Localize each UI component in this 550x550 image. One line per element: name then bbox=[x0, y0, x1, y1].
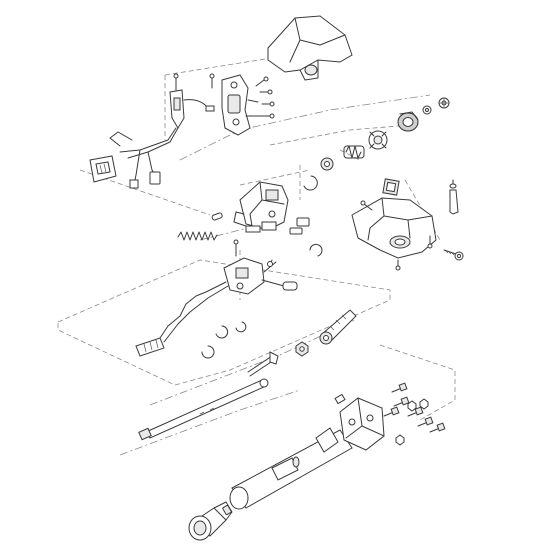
upper-shroud bbox=[267, 15, 353, 81]
retaining-ring-icon bbox=[309, 243, 323, 257]
bearing-icon bbox=[320, 157, 334, 171]
switch-bracket-assembly bbox=[209, 73, 275, 136]
key-buzzer-icon bbox=[289, 217, 310, 235]
fastener-cluster bbox=[383, 382, 446, 446]
retaining-ring-icon bbox=[303, 175, 318, 191]
steering-shaft bbox=[138, 378, 269, 441]
ignition-switch bbox=[188, 501, 233, 541]
bolt-icon bbox=[383, 382, 446, 433]
washer-icon bbox=[438, 97, 450, 109]
column-jacket bbox=[229, 427, 353, 510]
connector-icon bbox=[89, 155, 117, 183]
support-bracket bbox=[334, 393, 385, 451]
connector-icon bbox=[135, 337, 165, 357]
rack-preload-spring bbox=[177, 212, 223, 241]
nut-icon bbox=[295, 341, 309, 357]
turn-signal-switch-harness bbox=[89, 73, 215, 189]
wrench-tool bbox=[247, 351, 279, 377]
pivot-switch-assembly bbox=[135, 239, 298, 359]
nut-icon bbox=[395, 398, 429, 446]
lock-cylinder-parts bbox=[303, 97, 450, 191]
bolt-icon bbox=[443, 249, 464, 261]
lower-shroud bbox=[351, 178, 437, 271]
lock-cylinder-icon bbox=[397, 111, 419, 132]
screw-icon bbox=[209, 73, 275, 119]
cancel-cam-icon bbox=[368, 130, 388, 150]
spring-icon bbox=[343, 145, 365, 159]
tilt-lever bbox=[449, 179, 459, 215]
steering-coupling bbox=[319, 309, 357, 345]
retaining-ring-icon bbox=[201, 321, 247, 359]
lock-housing bbox=[233, 181, 323, 257]
